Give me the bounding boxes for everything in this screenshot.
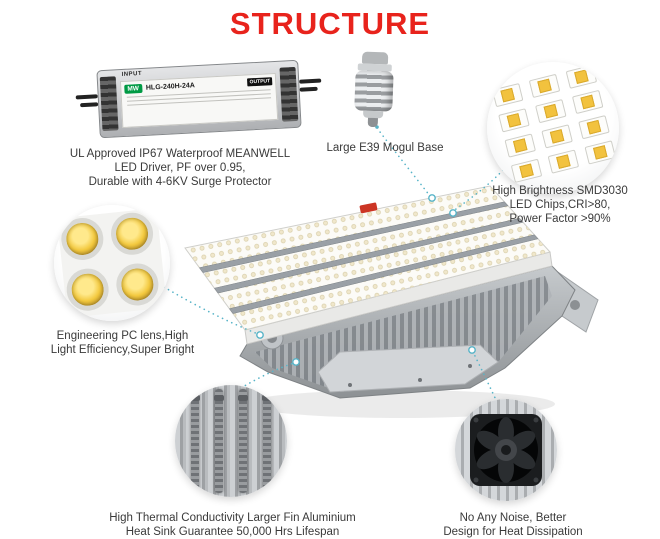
fan-icon <box>470 414 542 486</box>
bracket-hole <box>570 300 580 310</box>
led-chip-icon <box>571 89 604 115</box>
led-chips-grid <box>491 64 617 183</box>
screw <box>348 383 352 387</box>
page-title: STRUCTURE <box>229 6 431 41</box>
led-chip-die <box>580 94 595 110</box>
lens-board <box>57 208 167 318</box>
front-plate <box>317 344 499 393</box>
label-text-line <box>127 97 272 106</box>
mogul-base-icon <box>351 51 398 128</box>
driver-output-label: OUTPUT <box>247 77 273 87</box>
led-chips-caption: High Brightness SMD3030 LED Chips,CRI>80… <box>492 185 628 225</box>
driver-wire-icon <box>75 94 98 100</box>
led-chip-die <box>574 69 589 84</box>
fan-caption: No Any Noise, Better Design for Heat Dis… <box>443 512 583 538</box>
screw <box>468 364 472 368</box>
driver-caption: UL Approved IP67 Waterproof MEANWELL LED… <box>69 148 291 188</box>
panel-gap <box>198 201 509 273</box>
connector-mogul <box>376 127 431 197</box>
led-chip-icon <box>547 149 580 174</box>
led-chip-die <box>500 87 515 103</box>
connector-fan <box>472 351 498 403</box>
connector-endpoints <box>256 194 476 366</box>
heat-sink-caption: High Thermal Conductivity Larger Fin Alu… <box>109 512 356 538</box>
mogul-base-caption: Large E39 Mogul Base <box>326 142 444 154</box>
pc-lens-icon <box>64 266 111 313</box>
led-chip-die <box>556 154 571 169</box>
led-chips-callout <box>487 62 619 194</box>
pc-lens-icon <box>114 261 161 308</box>
driver-model: HLG-240H-24A <box>145 82 196 92</box>
driver-body: INPUT MW HLG-240H-24A OUTPUT <box>96 59 302 139</box>
pc-lens-caption: Engineering PC lens,High Light Efficienc… <box>50 330 195 356</box>
screw <box>418 378 422 382</box>
led-chip-die <box>512 138 528 153</box>
led-chip-die <box>537 78 552 94</box>
pc-lens-icon <box>59 215 106 263</box>
driver-terminal <box>279 66 299 122</box>
led-chip-icon <box>565 64 598 89</box>
mogul-cap <box>361 51 389 65</box>
led-chip-die <box>549 129 565 144</box>
driver-terminal <box>99 76 119 132</box>
red-component <box>359 202 378 214</box>
led-chip-icon <box>578 115 610 140</box>
led-chip-die <box>519 163 534 179</box>
led-chip-icon <box>535 99 567 124</box>
mogul-threads <box>354 70 394 112</box>
led-chip-icon <box>504 133 537 158</box>
threaded-rod-icon <box>190 389 200 493</box>
led-chip-icon <box>498 108 530 133</box>
driver-wire-icon <box>80 102 99 108</box>
threaded-rod-icon <box>262 389 272 493</box>
driver-input-label: INPUT <box>121 70 143 79</box>
pc-lens-callout <box>54 205 170 321</box>
pc-lens-icon <box>108 210 156 257</box>
panel-gap <box>213 218 524 294</box>
fan-callout <box>455 399 557 501</box>
heat-sink-callout <box>175 385 287 497</box>
led-chip-die <box>586 119 602 135</box>
led-chip-icon <box>528 73 561 99</box>
led-chip-icon <box>541 124 573 149</box>
led-chip-icon <box>510 158 543 183</box>
mogul-contact-tip <box>367 117 379 128</box>
threaded-rod-icon <box>214 389 224 493</box>
threaded-rod-icon <box>238 389 248 493</box>
driver-photo: INPUT MW HLG-240H-24A OUTPUT <box>75 57 322 140</box>
led-chip-die <box>543 103 559 119</box>
led-chip-die <box>506 113 522 128</box>
meanwell-logo: MW <box>124 83 143 94</box>
panel-gap <box>228 234 539 314</box>
driver-label: MW HLG-240H-24A OUTPUT <box>119 72 279 129</box>
led-chip-die <box>593 145 608 160</box>
